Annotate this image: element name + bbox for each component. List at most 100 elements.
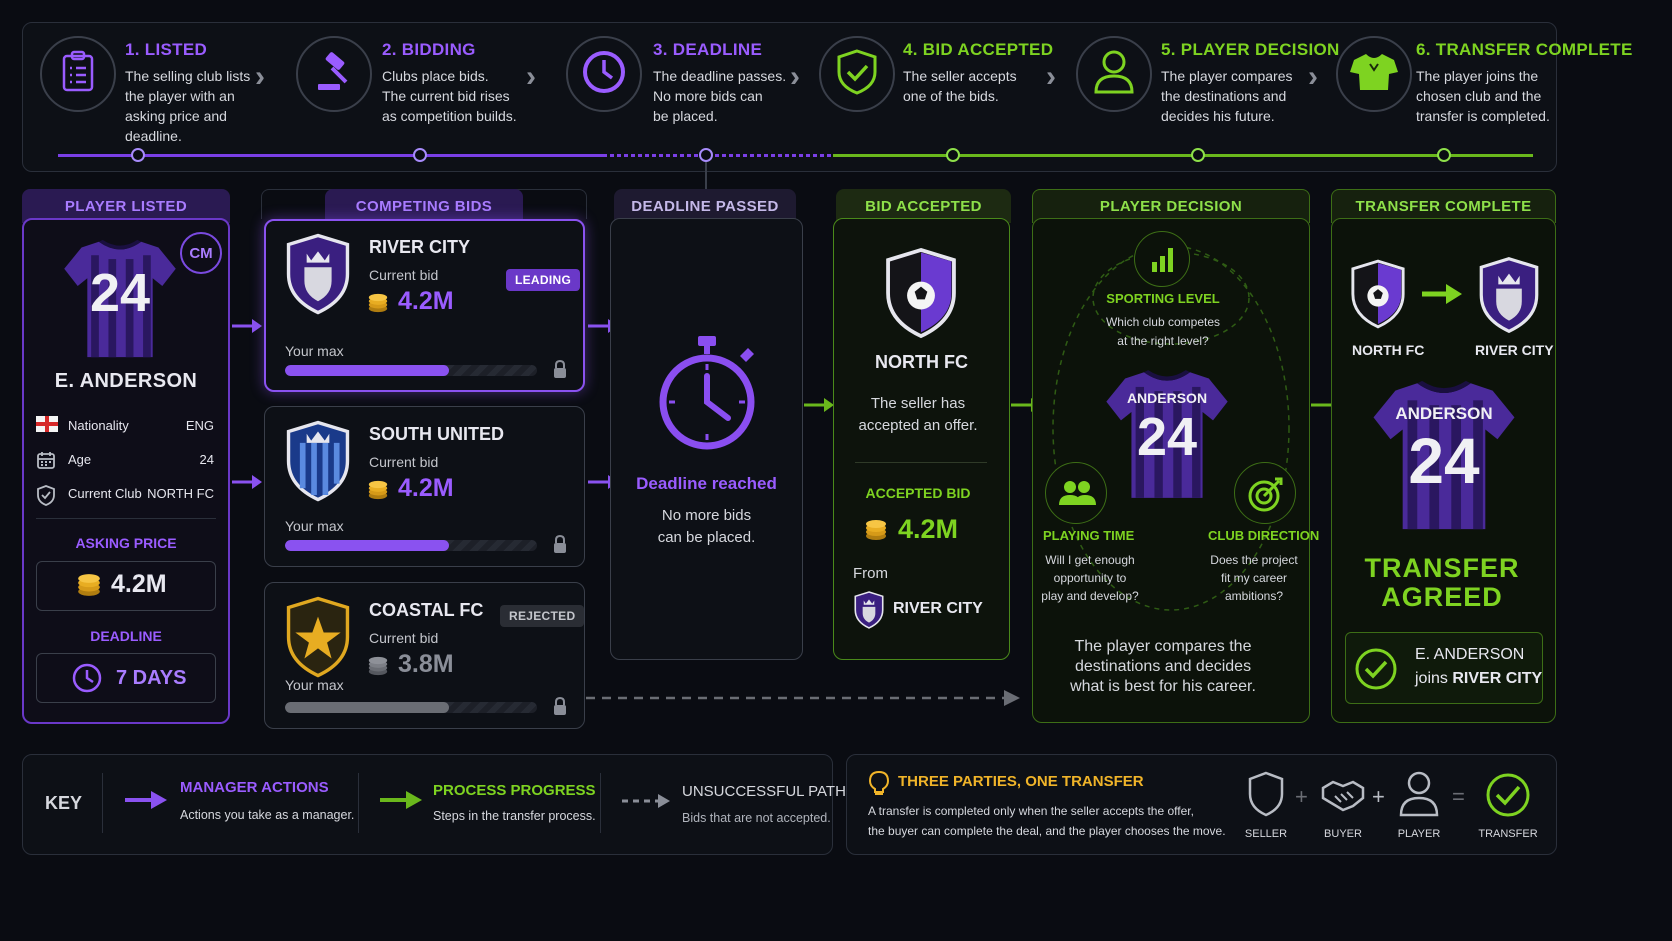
- step-5-text-2: the destinations and: [1161, 88, 1287, 104]
- lock-icon[interactable]: [552, 359, 568, 379]
- key-unsuccessful-title: UNSUCCESSFUL PATH: [682, 783, 846, 800]
- decision-summary-3: what is best for his career.: [1070, 678, 1256, 695]
- step-6-icon-circle: [1336, 36, 1412, 112]
- max-bid-slider[interactable]: [285, 365, 537, 376]
- decision-shirt-name: ANDERSON: [1126, 390, 1208, 406]
- listed-row-value: 24: [199, 452, 214, 467]
- timeline-node-2: [413, 148, 427, 162]
- step-1-text-3: asking price and: [125, 108, 227, 124]
- key-label: KEY: [45, 793, 83, 813]
- bids-header: COMPETING BIDS: [325, 189, 523, 223]
- deadline-box: [36, 653, 216, 703]
- step-1-title: 1. LISTED: [125, 40, 208, 59]
- key-process-text: Steps in the transfer process.: [433, 809, 596, 823]
- check-circle-icon: [1355, 648, 1397, 690]
- bid-current-label: Current bid: [369, 267, 439, 283]
- river-city-crest-small: [853, 591, 885, 629]
- handshake-icon: [1321, 780, 1365, 812]
- accepted-text-1: The seller has: [870, 395, 966, 412]
- max-bid-slider[interactable]: [285, 702, 537, 713]
- club-direction-title: CLUB DIRECTION: [1208, 528, 1320, 543]
- club-crest: [284, 233, 352, 315]
- step-5-text-1: The player compares: [1161, 68, 1293, 84]
- step-2-text-2: The current bid rises: [382, 88, 510, 104]
- club-direction-icon: [1234, 462, 1296, 524]
- shirt-icon: [1350, 50, 1398, 99]
- accepted-text-2: accepted an offer.: [858, 417, 978, 434]
- chevron-right-icon: ›: [526, 60, 536, 93]
- max-bid-slider[interactable]: [285, 540, 537, 551]
- bid-max-label: Your max: [285, 677, 344, 693]
- transfer-check-icon: [1486, 773, 1530, 817]
- chevron-right-icon: ›: [255, 60, 265, 93]
- transfer-confirm-box: [1345, 632, 1543, 704]
- step-5-text-3: decides his future.: [1161, 108, 1275, 124]
- bid-club-name: SOUTH UNITED: [369, 424, 504, 444]
- transfer-agreed-line1: TRANSFER: [1364, 553, 1520, 583]
- from-club: RIVER CITY: [893, 600, 983, 617]
- lock-icon[interactable]: [552, 696, 568, 716]
- listed-header: PLAYER LISTED: [22, 189, 230, 223]
- club-crest: [286, 596, 350, 678]
- decision-header: PLAYER DECISION: [1032, 189, 1310, 223]
- club-direction-text-3: ambitions?: [1224, 589, 1284, 603]
- parties-panel: [846, 754, 1557, 855]
- transfer-label: TRANSFER: [1478, 828, 1538, 840]
- parties-text-2: the buyer can complete the deal, and the…: [868, 824, 1226, 838]
- step-5-icon-circle: [1076, 36, 1152, 112]
- unsuccessful-path-key-arrow: [622, 794, 670, 808]
- listed-row-label: Current Club: [68, 486, 142, 501]
- player-label: PLAYER: [1397, 828, 1441, 840]
- plus-sign-1: +: [1295, 784, 1308, 809]
- step-3-icon-circle: [566, 36, 642, 112]
- position-badge: CM: [180, 232, 222, 274]
- england-flag-icon: [36, 416, 58, 437]
- step-4-text-2: one of the bids.: [903, 88, 999, 104]
- step-1-icon-circle: [40, 36, 116, 112]
- clock-icon: [580, 48, 628, 101]
- step-2-icon-circle: [296, 36, 372, 112]
- step-6-text-2: chosen club and the: [1416, 88, 1542, 104]
- from-label: From: [853, 565, 888, 582]
- bid-current-value: 3.8M: [398, 650, 454, 678]
- playing-time-title: PLAYING TIME: [1043, 528, 1135, 543]
- bid-max-label: Your max: [285, 343, 344, 359]
- step-2-text-3: as competition builds.: [382, 108, 517, 124]
- sporting-level-text-1: Which club competes: [1105, 315, 1221, 329]
- accepted-bid-value: 4.2M: [898, 514, 959, 544]
- deadline-header: DEADLINE PASSED: [614, 189, 796, 223]
- step-5-title: 5. PLAYER DECISION: [1161, 40, 1340, 59]
- sporting-level-icon: [1134, 231, 1190, 287]
- stopwatch-icon: [659, 336, 755, 450]
- plus-sign-2: +: [1372, 784, 1385, 809]
- accepted-bid-label: ACCEPTED BID: [865, 485, 971, 501]
- timeline-green: [833, 154, 1533, 157]
- step-6-text-1: The player joins the: [1416, 68, 1539, 84]
- decision-summary-2: destinations and decides: [1074, 658, 1252, 675]
- lock-icon[interactable]: [552, 534, 568, 554]
- leading-badge: LEADING: [506, 269, 581, 291]
- manager-actions-arrow: [125, 791, 167, 809]
- step-2-title: 2. BIDDING: [382, 40, 476, 59]
- calendar-icon: [36, 450, 56, 475]
- key-manager-title: MANAGER ACTIONS: [180, 779, 329, 796]
- key-unsuccessful-text: Bids that are not accepted.: [682, 811, 831, 825]
- listed-row-label: Nationality: [68, 418, 129, 433]
- step-3-text-1: The deadline passes.: [653, 68, 787, 84]
- north-fc-crest: [883, 247, 959, 339]
- steps-panel: [22, 22, 1557, 172]
- equals-sign: =: [1452, 784, 1465, 809]
- complete-shirt-number: 24: [1408, 425, 1480, 497]
- bar-chart-icon: [1152, 248, 1173, 272]
- parties-text-1: A transfer is completed only when the se…: [868, 804, 1194, 818]
- coins-icon: [367, 655, 389, 677]
- seller-shield-icon: [1248, 771, 1284, 817]
- accepted-club-name: NORTH FC: [875, 352, 968, 372]
- decision-summary-1: The player compares the: [1074, 638, 1252, 655]
- bid-current-value: 4.2M: [398, 474, 454, 502]
- complete-shirt-name: ANDERSON: [1395, 404, 1493, 423]
- timeline-node-4: [946, 148, 960, 162]
- confirm-club: RIVER CITY: [1452, 670, 1543, 687]
- sporting-level-title: SPORTING LEVEL: [1106, 291, 1220, 306]
- transfer-agreed-line2: AGREED: [1381, 582, 1503, 612]
